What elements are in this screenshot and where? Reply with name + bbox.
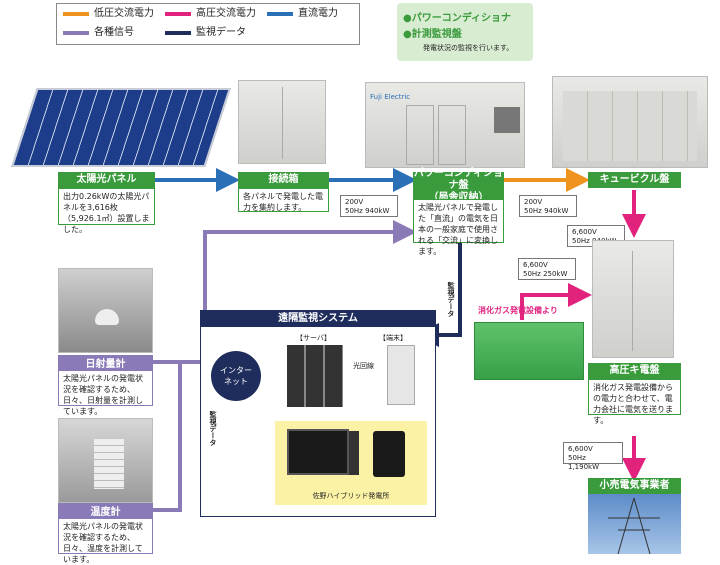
gas-generator-image	[474, 322, 584, 380]
hv-panel-label: 高圧キ電盤	[588, 363, 681, 379]
fiber-label: 光回線	[353, 362, 374, 370]
site-area: 佐野ハイブリッド発電所	[275, 421, 427, 505]
monitor-data-label: 監視データ	[447, 282, 455, 317]
hv-panel-desc: 消化ガス発電設備からの電力と合わせて、電力会社に電気を送ります。	[588, 379, 681, 425]
remote-system-box: 遠隔監視システム 【サーバ】 【端末】 光回線 インター ネット 監視データ 佐…	[200, 310, 436, 517]
pyranometer-label: 日射量計	[58, 355, 153, 370]
legend-low-voltage: 低圧交流電力	[63, 8, 154, 20]
site-label: 佐野ハイブリッド発電所	[312, 492, 390, 500]
cubicle-label: キュービクル盤	[588, 172, 681, 188]
junction-desc: 各パネルで発電した電力を集約します。	[238, 188, 329, 212]
junction-box-image	[238, 80, 326, 164]
solar-desc: 出力0.26kWの太陽光パネルを3,616枚（5,926.1㎡）設置しました。	[58, 188, 155, 234]
thermometer-desc: 太陽光パネルの発電状況を確認するため、日々、温度を計測しています。	[58, 518, 153, 564]
utility-label: 小売電気事業者	[588, 478, 681, 494]
legend: 低圧交流電力 高圧交流電力 直流電力 各種信号 監視データ	[56, 3, 360, 45]
thermometer-label: 温度計	[58, 503, 153, 518]
pcs-building-image: Fuji Electric	[365, 82, 525, 168]
legend-high-voltage: 高圧交流電力	[165, 8, 256, 20]
solar-panel-image	[11, 88, 231, 167]
legend-signals: 各種信号	[63, 27, 134, 39]
remote-title: 遠隔監視システム	[201, 311, 435, 327]
internet-node: インター ネット	[211, 351, 261, 401]
callout-hv-utility: 6,600V 50Hz 1,190kW	[563, 442, 623, 471]
monitor-data-label-v: 監視データ	[209, 411, 217, 446]
server-label: 【サーバ】	[296, 334, 331, 342]
thermometer-image	[58, 418, 153, 503]
pcs-note: ●パワーコンディショナ ●計測監視盤 発電状況の監視を行います。	[397, 3, 533, 61]
legend-monitor: 監視データ	[165, 27, 246, 39]
tablet-image	[373, 431, 405, 477]
cubicle-image	[552, 76, 708, 168]
callout-pcs-cubicle: 200V 50Hz 940kW	[519, 195, 577, 217]
hv-panel-image	[592, 240, 674, 358]
solar-label: 太陽光パネル	[58, 172, 155, 188]
transmission-tower-image	[588, 494, 681, 555]
server-rack-image	[287, 345, 343, 407]
callout-dc-pcs: 200V 50Hz 940kW	[340, 195, 398, 217]
junction-label: 接続箱	[238, 172, 329, 188]
desktop-tower-image	[349, 431, 359, 475]
desktop-monitor-image	[287, 429, 349, 475]
tower-icon	[608, 497, 660, 555]
pcs-desc: 太陽光パネルで発電した「直流」の電気を日本の一般家庭で使用される「交流」に変換し…	[413, 199, 504, 256]
terminal-device-image	[387, 345, 415, 405]
pyranometer-image	[58, 268, 153, 353]
callout-gas-hv: 6,600V 50Hz 250kW	[518, 258, 576, 280]
legend-dc: 直流電力	[267, 8, 338, 20]
terminal-label: 【端末】	[379, 334, 407, 342]
pcs-label: パワーコンディショナ盤 （局舎収納）	[413, 167, 504, 203]
pyranometer-desc: 太陽光パネルの発電状況を確認するため、日々、日射量を計測しています。	[58, 370, 153, 416]
gas-label: 消化ガス発電設備より	[478, 306, 558, 315]
